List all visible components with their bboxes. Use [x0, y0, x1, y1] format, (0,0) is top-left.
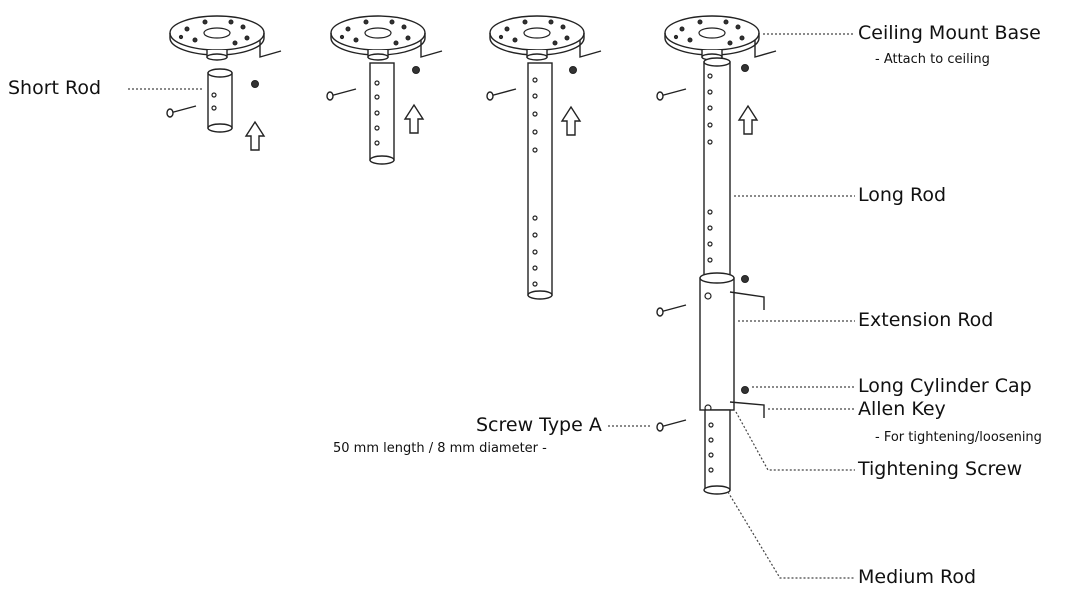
label-short-rod: Short Rod	[8, 77, 102, 99]
stage-3-rod-assembly	[486, 15, 602, 300]
label-screw-type-a-note: 50 mm length / 8 mm diameter -	[333, 441, 547, 456]
stage-2-rod-assembly	[326, 15, 443, 165]
label-allen-key: Allen Key	[858, 398, 946, 420]
label-ceiling-mount-base: Ceiling Mount Base	[858, 22, 1041, 44]
label-long-rod: Long Rod	[858, 184, 947, 206]
label-allen-key-note: - For tightening/loosening	[875, 430, 1042, 445]
stage-1-short-rod-assembly	[166, 15, 282, 151]
label-medium-rod: Medium Rod	[858, 566, 977, 588]
leader-medium-rod	[727, 491, 855, 579]
label-ceiling-mount-base-note: - Attach to ceiling	[875, 52, 990, 67]
stage-4-full-assembly	[656, 15, 777, 495]
label-screw-type-a: Screw Type A	[476, 414, 602, 436]
leader-tightening-screw	[735, 411, 855, 471]
label-extension-rod: Extension Rod	[858, 309, 994, 331]
label-long-cylinder-cap: Long Cylinder Cap	[858, 375, 1032, 397]
label-tightening-screw: Tightening Screw	[858, 458, 1023, 480]
leader-lines	[128, 33, 855, 579]
